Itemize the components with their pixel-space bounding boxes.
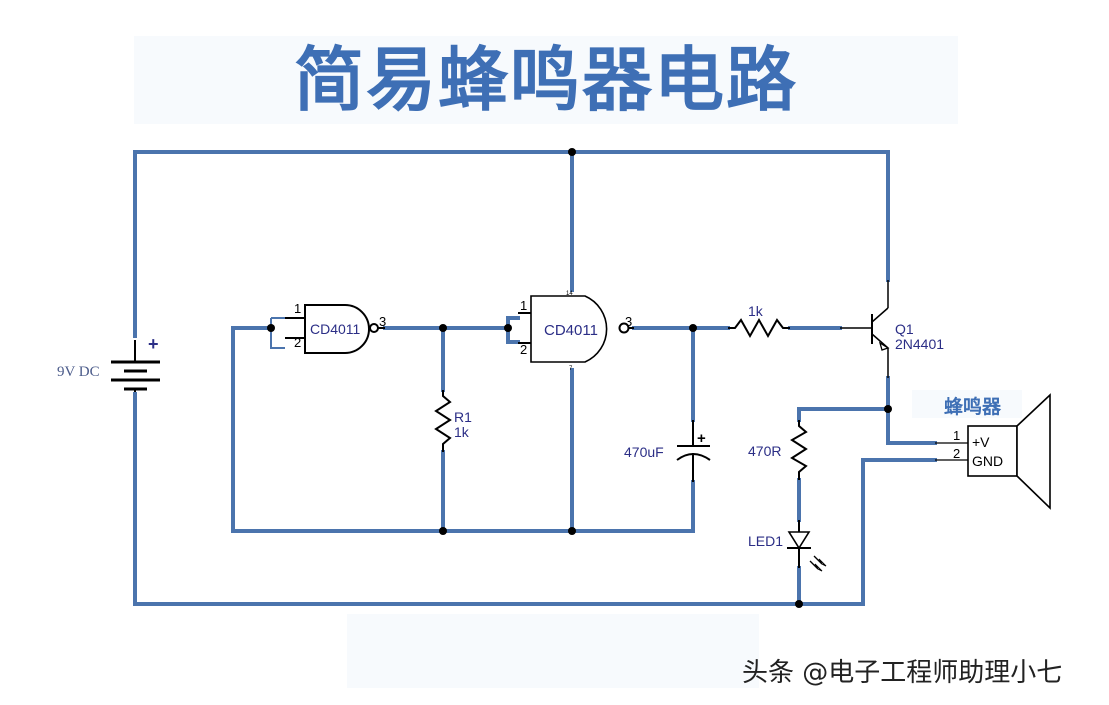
- junction-dot: [884, 405, 892, 413]
- q1-part: 2N4401: [895, 336, 944, 352]
- buzzer: 1 2 +V GND 蜂鸣器: [912, 390, 1051, 510]
- r1-value: 1k: [454, 424, 470, 440]
- wire-gate1-loop: [270, 317, 285, 349]
- gate1-label: CD4011: [310, 321, 361, 337]
- gate2-pin3: 3: [625, 314, 632, 329]
- gate2-vss-pin: 7: [569, 366, 573, 372]
- nand-gate-1: CD4011 1 2 3: [285, 301, 386, 354]
- junction-dot: [689, 324, 697, 332]
- rbase-value: 1k: [748, 303, 764, 319]
- junctions: [267, 148, 892, 608]
- wire-battery-bottom: [133, 390, 937, 606]
- buzzer-label: 蜂鸣器: [944, 395, 1002, 418]
- transistor-q1: Q1 2N4401: [840, 280, 944, 378]
- gate1-pin1: 1: [294, 301, 301, 316]
- gate1-pin3: 3: [379, 314, 386, 329]
- resistor-470r: 470R: [748, 420, 808, 480]
- wire-inner-ground: [231, 326, 695, 533]
- r1-ref: R1: [454, 409, 472, 425]
- led-ref: LED1: [748, 533, 783, 549]
- buzzer-pin2-name: GND: [972, 453, 1003, 469]
- resistor-r1: R1 1k: [434, 390, 472, 452]
- resistor-base: 1k: [728, 303, 790, 339]
- led1: LED1: [748, 520, 827, 572]
- buzzer-pin1-name: +V: [972, 434, 990, 450]
- page-title: 简易蜂鸣器电路: [294, 39, 798, 121]
- gate1-inverter-bubble: [369, 323, 379, 333]
- title-band: 简易蜂鸣器电路: [134, 36, 958, 124]
- battery-plus: +: [148, 334, 159, 354]
- rled-value: 470R: [748, 443, 781, 459]
- battery-symbol: + 9V DC: [57, 334, 162, 392]
- wire-led-branch: [797, 407, 890, 422]
- gate2-pin1: 1: [520, 298, 527, 313]
- capacitor-plus: +: [697, 430, 706, 447]
- gate2-label: CD4011: [544, 322, 598, 339]
- junction-dot: [568, 527, 576, 535]
- capacitor: + 470uF: [624, 420, 711, 482]
- junction-dot: [439, 527, 447, 535]
- junction-dot: [568, 148, 576, 156]
- q1-ref: Q1: [895, 321, 914, 337]
- capacitor-value: 470uF: [624, 444, 664, 460]
- watermark: 头条 @电子工程师助理小七: [742, 658, 1063, 688]
- junction-dot: [267, 324, 275, 332]
- wire-top-rail: [133, 150, 890, 282]
- nand-gate-2: CD4011 1 2 3 14 7: [518, 291, 634, 372]
- gate1-pin2: 2: [294, 335, 301, 350]
- buzzer-pin2: 2: [953, 446, 960, 461]
- gate2-vdd-pin: 14: [566, 291, 573, 297]
- junction-dot: [504, 324, 512, 332]
- junction-dot: [795, 600, 803, 608]
- wires: [133, 150, 937, 606]
- battery-label: 9V DC: [57, 364, 100, 380]
- buzzer-pin1: 1: [953, 428, 960, 443]
- gate2-inverter-bubble: [618, 322, 630, 334]
- wire-emitter: [886, 376, 937, 445]
- bottom-band: [347, 614, 759, 688]
- gate2-pin2: 2: [520, 342, 527, 357]
- junction-dot: [439, 324, 447, 332]
